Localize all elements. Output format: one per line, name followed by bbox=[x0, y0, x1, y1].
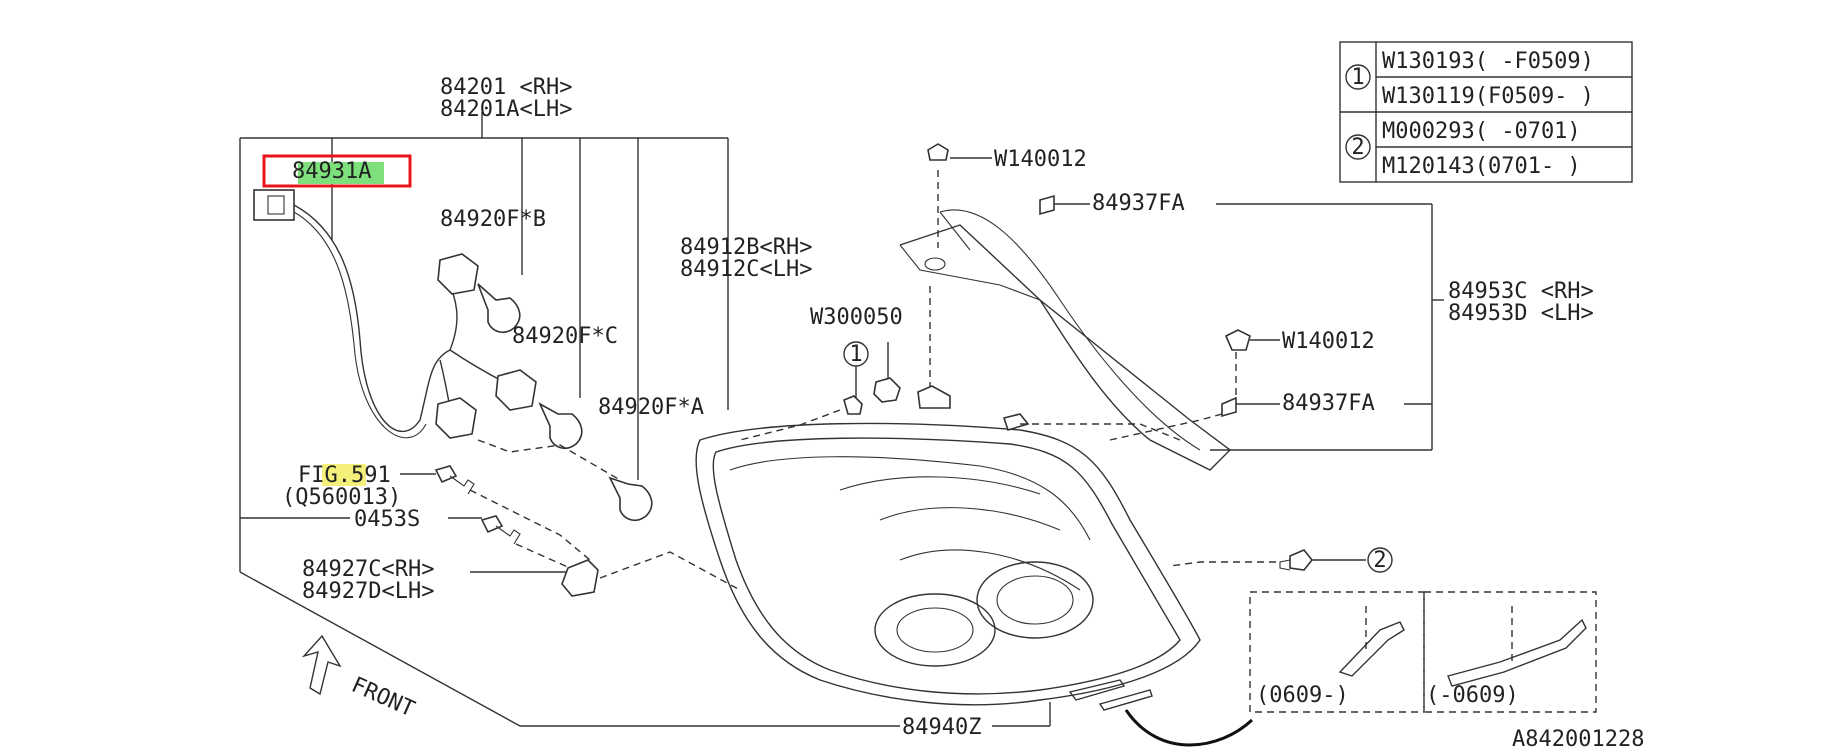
bottom-strap bbox=[1068, 679, 1254, 747]
label-0453s: 0453S bbox=[354, 507, 420, 532]
callout-1-label: 1 bbox=[849, 342, 862, 367]
bulb-sockets bbox=[435, 253, 653, 522]
front-arrow-icon bbox=[301, 634, 342, 696]
label-w300050: W300050 bbox=[810, 305, 903, 330]
label-84927c-rh: 84927C<RH> bbox=[302, 557, 434, 582]
lamp-housing bbox=[695, 422, 1201, 706]
legend-key-1: 1 bbox=[1351, 65, 1364, 90]
clip-w140012-top-icon bbox=[927, 143, 949, 161]
w300050-group: 1 bbox=[739, 341, 901, 441]
legend-row: W130193( -F0509) bbox=[1382, 49, 1594, 74]
label-fig591: FIG.591 bbox=[298, 463, 391, 488]
label-84920f-b: 84920F*B bbox=[440, 207, 546, 232]
label-84920f-a: 84920F*A bbox=[598, 395, 704, 420]
highlight-box-84931a bbox=[262, 154, 412, 188]
legend-row: W130119(F0509- ) bbox=[1382, 84, 1594, 109]
highlight-green-fig bbox=[322, 464, 366, 486]
screw-fig591-icon bbox=[434, 465, 458, 484]
bulb-a-icon bbox=[608, 476, 653, 522]
bulb-c-icon bbox=[538, 402, 583, 450]
label-84912b-rh: 84912B<RH> bbox=[680, 235, 812, 260]
screw-2-group: 2 bbox=[1169, 547, 1393, 573]
connector bbox=[253, 189, 295, 221]
label-84937fa-top: 84937FA bbox=[1092, 191, 1185, 216]
screw-1-icon bbox=[843, 395, 863, 415]
label-w140012-mid: W140012 bbox=[1282, 329, 1375, 354]
harness-frame bbox=[239, 112, 1051, 727]
variant-insets bbox=[1249, 591, 1597, 713]
label-84201a-lh: 84201A<LH> bbox=[440, 97, 572, 122]
legend-row: M000293( -0701) bbox=[1382, 119, 1581, 144]
screw-2-icon bbox=[1289, 549, 1314, 571]
label-84931a: 84931A bbox=[292, 159, 371, 184]
label-84937fa-mid: 84937FA bbox=[1282, 391, 1375, 416]
label-84953d-lh: 84953D <LH> bbox=[1448, 301, 1594, 326]
label-variant-left: (0609-) bbox=[1256, 683, 1349, 708]
screws-left bbox=[400, 465, 741, 597]
label-84940z: 84940Z bbox=[902, 715, 981, 740]
bracket-tab bbox=[917, 385, 951, 409]
legend-row: M120143(0701- ) bbox=[1382, 154, 1581, 179]
cover-icon bbox=[561, 559, 599, 597]
legend-table: 1 2 W130193( -F0509) W130119(F0509- ) M0… bbox=[1339, 41, 1633, 183]
label-84927d-lh: 84927D<LH> bbox=[302, 579, 434, 604]
label-drawing-number: A842001228 bbox=[1512, 727, 1644, 752]
label-w140012-top: W140012 bbox=[994, 147, 1087, 172]
label-84920f-c: 84920F*C bbox=[512, 324, 618, 349]
socket-c bbox=[495, 369, 537, 411]
clip-84937fa-top-icon bbox=[1039, 194, 1055, 216]
callout-2-label: 2 bbox=[1373, 548, 1386, 573]
socket-b bbox=[437, 253, 479, 295]
socket-a bbox=[435, 397, 477, 439]
label-84912c-lh: 84912C<LH> bbox=[680, 257, 812, 282]
part-labels: 84201 <RH> 84201A<LH> 84931A 84920F*B 84… bbox=[282, 75, 1644, 752]
upper-bracket bbox=[899, 143, 1444, 471]
highlight-green-84931a bbox=[298, 162, 384, 184]
clip-84937fa-mid-icon bbox=[1221, 396, 1237, 418]
label-84201-rh: 84201 <RH> bbox=[440, 75, 572, 100]
legend-key-2: 2 bbox=[1351, 135, 1364, 160]
nut-w300050-icon bbox=[873, 377, 901, 403]
label-q560013: (Q560013) bbox=[282, 485, 401, 510]
screw-0453s-icon bbox=[480, 515, 504, 534]
label-front: FRONT bbox=[348, 673, 419, 723]
label-variant-right: (-0609) bbox=[1426, 683, 1519, 708]
bulb-b-icon bbox=[477, 283, 521, 334]
callout-2-circle bbox=[1367, 547, 1393, 573]
label-84953c-rh: 84953C <RH> bbox=[1448, 279, 1594, 304]
clip-w140012-mid-icon bbox=[1224, 329, 1251, 351]
